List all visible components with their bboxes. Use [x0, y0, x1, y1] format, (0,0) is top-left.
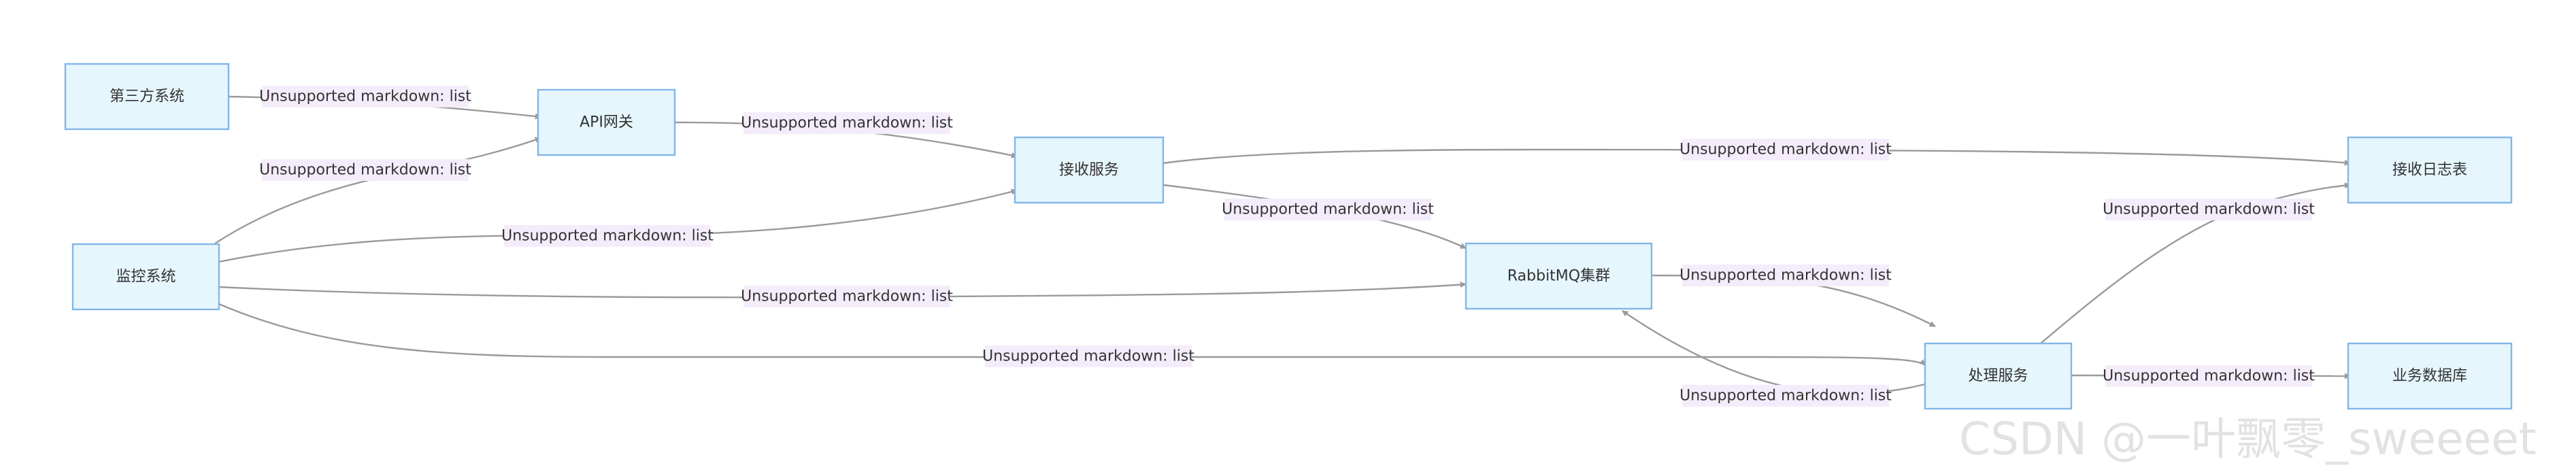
edge-label-text: Unsupported markdown: list — [501, 228, 714, 245]
node-label: 业务数据库 — [2392, 368, 2467, 385]
edge-label: Unsupported markdown: list — [982, 345, 1194, 367]
edge-process-service-to-rabbitmq — [1622, 310, 1926, 395]
node-process-service: 处理服务 — [1924, 342, 2073, 410]
edge-label-text: Unsupported markdown: list — [259, 162, 471, 179]
edge-label: Unsupported markdown: list — [259, 86, 471, 107]
node-api-gateway: API网关 — [537, 88, 676, 156]
node-label: 监控系统 — [116, 269, 175, 286]
edge-label-text: Unsupported markdown: list — [741, 288, 953, 305]
edge-label-text: Unsupported markdown: list — [2103, 368, 2315, 385]
edge-receive-service-to-receive-log — [1162, 148, 2351, 166]
node-rabbitmq-cluster: RabbitMQ集群 — [1465, 242, 1653, 310]
node-label: API网关 — [580, 114, 633, 131]
edge-label-text: Unsupported markdown: list — [741, 115, 953, 132]
node-third-party-system: 第三方系统 — [64, 63, 230, 131]
edge-label: Unsupported markdown: list — [259, 159, 471, 181]
edge-monitor-to-api-gateway — [214, 137, 541, 245]
edge-label: Unsupported markdown: list — [741, 112, 953, 134]
node-receive-service: 接收服务 — [1014, 136, 1165, 204]
edge-label: Unsupported markdown: list — [1679, 265, 1892, 286]
edge-label-text: Unsupported markdown: list — [1679, 141, 1892, 158]
node-label: 接收服务 — [1059, 162, 1119, 179]
edge-label: Unsupported markdown: list — [2103, 199, 2315, 220]
edge-label-text: Unsupported markdown: list — [1679, 267, 1892, 284]
edge-label-text: Unsupported markdown: list — [259, 88, 471, 105]
node-label: 第三方系统 — [110, 88, 184, 105]
edge-label: Unsupported markdown: list — [501, 225, 714, 247]
edge-label: Unsupported markdown: list — [741, 286, 953, 307]
edge-label-text: Unsupported markdown: list — [1679, 388, 1892, 405]
node-monitor-system: 监控系统 — [71, 243, 220, 311]
edge-label-text: Unsupported markdown: list — [2103, 201, 2315, 218]
edge-label: Unsupported markdown: list — [1679, 385, 1892, 407]
edge-label: Unsupported markdown: list — [2103, 365, 2315, 387]
node-label: 处理服务 — [1968, 368, 2028, 385]
edge-label: Unsupported markdown: list — [1679, 139, 1892, 160]
edge-label: Unsupported markdown: list — [1222, 199, 1434, 220]
node-label: 接收日志表 — [2392, 162, 2467, 179]
edge-label-text: Unsupported markdown: list — [982, 348, 1194, 365]
node-receive-log-table: 接收日志表 — [2347, 136, 2513, 204]
node-label: RabbitMQ集群 — [1507, 268, 1610, 285]
edge-label-text: Unsupported markdown: list — [1222, 201, 1434, 218]
node-business-database: 业务数据库 — [2347, 342, 2513, 410]
